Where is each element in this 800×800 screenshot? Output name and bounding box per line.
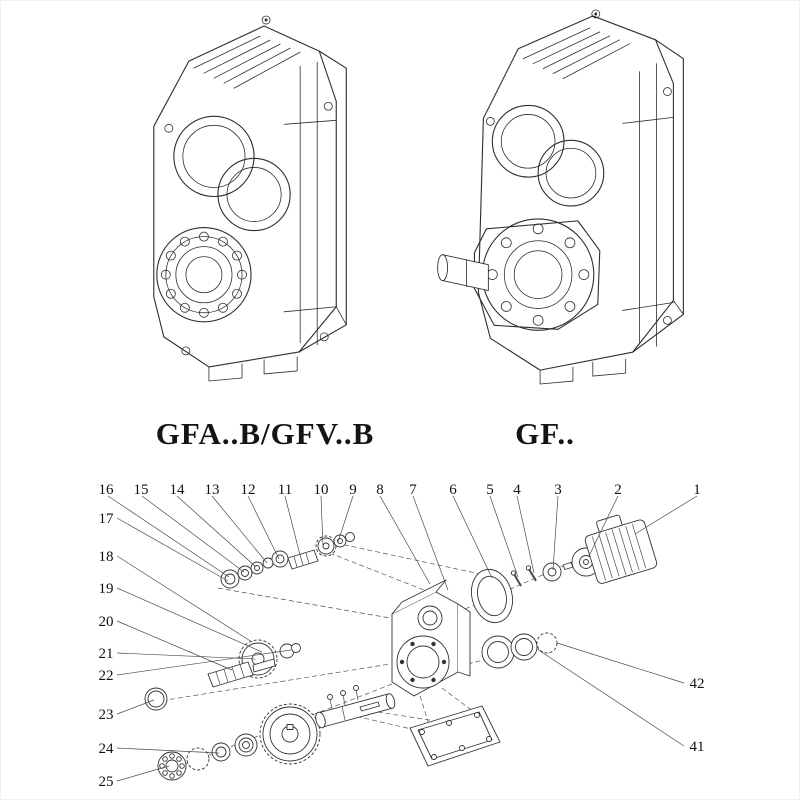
leader-line-15: [141, 495, 245, 573]
leader-line-1: [634, 495, 698, 535]
leader-line-22: [116, 649, 292, 676]
flange-gasket: [471, 568, 513, 624]
corner-bolt-holes: [485, 87, 672, 325]
cooling-ribs: [193, 35, 301, 89]
callout-2: 2: [614, 482, 622, 498]
leader-line-10: [320, 495, 324, 548]
corner-bolt-holes: [164, 101, 333, 356]
leader-line-18: [116, 555, 253, 643]
leader-line-3: [552, 495, 559, 571]
leader-line-25: [116, 765, 170, 782]
callout-25: 25: [99, 774, 114, 790]
callout-18: 18: [99, 549, 114, 565]
callout-22: 22: [99, 668, 114, 684]
callout-4: 4: [513, 482, 521, 498]
leader-line-13: [211, 495, 268, 564]
callout-41: 41: [690, 739, 705, 755]
callout-15: 15: [134, 482, 149, 498]
input-bores: [173, 115, 291, 232]
leader-line-41: [536, 648, 685, 747]
leader-line-16: [107, 495, 230, 578]
cover-bolts: [327, 685, 359, 710]
gearbox-drawing-gfab: [153, 15, 347, 382]
snap-ring: [186, 747, 210, 771]
cooling-ribs: [522, 27, 631, 80]
leader-line-14: [176, 495, 257, 568]
callout-9: 9: [349, 482, 357, 498]
callout-23: 23: [99, 707, 114, 723]
leader-line-19: [116, 587, 263, 653]
output-gear-cluster: [157, 685, 396, 781]
shaft-keyway: [359, 701, 380, 712]
leader-line-5: [489, 495, 519, 578]
callout-3: 3: [554, 482, 562, 498]
leader-lines: [107, 495, 698, 782]
leader-line-12: [247, 495, 280, 560]
output-bearing-set: [481, 632, 558, 669]
leader-line-17: [116, 517, 229, 582]
leader-line-8: [379, 495, 431, 585]
shaft-key: [562, 562, 574, 570]
callout-24: 24: [99, 741, 115, 757]
motor-fins: [591, 524, 647, 581]
input-bores: [491, 104, 605, 207]
callout-14: 14: [170, 482, 186, 498]
callout-19: 19: [99, 581, 114, 597]
snap-ring: [536, 632, 558, 654]
leader-line-24: [116, 747, 220, 754]
gfab-housing: [153, 15, 347, 382]
caption-gfab: GFA..B/GFV..B: [155, 416, 375, 451]
leader-line-11: [284, 495, 301, 556]
callout-42: 42: [690, 676, 705, 692]
leader-line-42: [556, 642, 685, 684]
callout-17: 17: [99, 511, 115, 527]
callout-1: 1: [693, 482, 701, 498]
leader-line-4: [516, 495, 535, 574]
callout-7: 7: [409, 482, 417, 498]
upper-parts-cluster: [220, 532, 355, 589]
caption-gf: GF..: [515, 416, 575, 451]
gear-housing: [391, 579, 471, 697]
output-shaft: [437, 254, 489, 291]
callout-5: 5: [486, 482, 494, 498]
base-gasket-plate: [409, 705, 501, 767]
gearbox-drawing-gf: [437, 9, 684, 385]
callout-12: 12: [241, 482, 256, 498]
input-pinion-shaft: [287, 549, 319, 570]
callout-21: 21: [99, 646, 114, 662]
output-shaft: [315, 693, 396, 729]
leader-line-2: [588, 495, 619, 557]
output-bearing-boss: [156, 227, 252, 323]
leader-line-6: [452, 495, 493, 579]
motor-body: [584, 519, 658, 584]
callout-16: 16: [99, 482, 115, 498]
callout-13: 13: [205, 482, 220, 498]
exploded-view-drawing: 16 15 14 13 12 11 10 9 8 7 6 5 4 3 2 1 1…: [99, 482, 705, 790]
gf-housing: [437, 9, 684, 385]
intermediate-gear-cluster: [144, 639, 301, 711]
callout-10: 10: [314, 482, 329, 498]
leader-line-7: [412, 495, 449, 591]
callout-20: 20: [99, 614, 114, 630]
callout-6: 6: [449, 482, 457, 498]
callout-11: 11: [278, 482, 292, 498]
fastener-set: [510, 562, 574, 587]
output-flange: [473, 218, 601, 331]
leader-line-20: [116, 620, 233, 671]
leader-line-21: [116, 652, 257, 660]
intermediate-pinion-shaft: [207, 661, 254, 688]
callout-8: 8: [376, 482, 384, 498]
leader-line-9: [337, 495, 354, 543]
motor: [571, 514, 658, 584]
leader-line-23: [116, 699, 155, 715]
